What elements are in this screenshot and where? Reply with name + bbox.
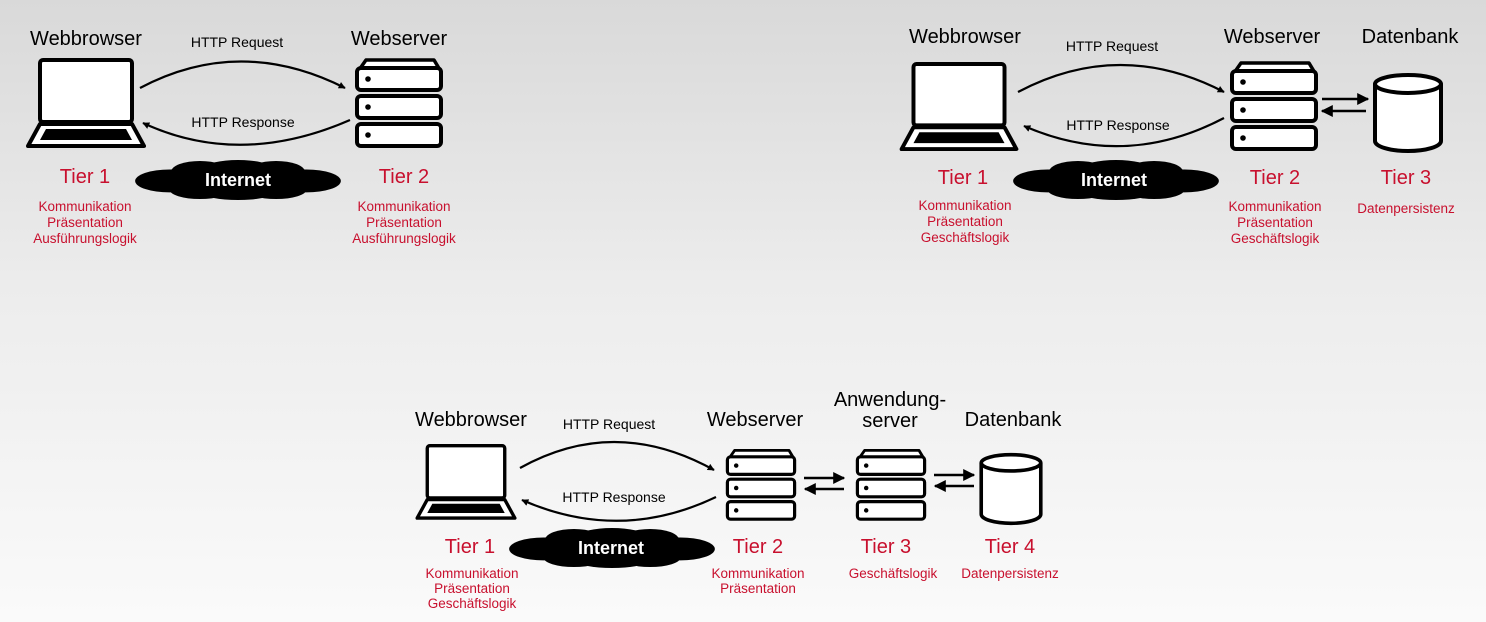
diagram-four-tier: Webbrowser Webserver Anwendung- server D… [415,389,1062,611]
tier-3-role: Datenpersistenz [1357,201,1455,216]
diagram-three-tier: Webbrowser Webserver Datenbank HTTP Requ… [902,26,1460,246]
http-request-label: HTTP Request [563,416,655,432]
laptop-icon [415,444,517,521]
datenbank-title: Datenbank [965,409,1063,431]
webserver-title: Webserver [351,28,448,50]
database-icon [1373,73,1443,153]
tier-2-role: Präsentation [366,215,442,230]
tier-1-role: Kommunikation [425,566,518,581]
tier-2-role: Präsentation [1237,215,1313,230]
laptop-icon [902,64,1017,149]
webserver-title: Webserver [1224,26,1321,48]
tier-1-role: Geschäftslogik [428,596,517,611]
tier-3-label: Tier 3 [861,536,911,558]
http-response-label: HTTP Response [191,114,294,130]
tier-1-role: Geschäftslogik [921,230,1010,245]
http-response-label: HTTP Response [1066,117,1169,133]
webbrowser-title: Webbrowser [909,26,1021,48]
tier-1-role: Präsentation [927,214,1003,229]
diagram-two-tier: Webbrowser Webserver HTTP Request HTTP R… [26,28,456,246]
response-arrow [521,496,717,522]
tier-2-role: Kommunikation [711,566,804,581]
tier-2-role: Kommunikation [1228,199,1321,214]
http-request-label: HTTP Request [1066,38,1158,54]
webserver-title: Webserver [707,409,804,431]
http-response-label: HTTP Response [562,489,665,505]
webbrowser-title: Webbrowser [415,409,527,431]
tier-1-role: Kommunikation [38,199,131,214]
request-arrow [519,440,715,471]
tier-1-label: Tier 1 [938,167,988,189]
laptop-icon [26,58,146,148]
server-icon [725,448,797,522]
internet-label: Internet [205,170,271,190]
tier-1-role: Kommunikation [918,198,1011,213]
anwendungserver-title: Anwendung- [834,389,946,411]
tier-2-role: Präsentation [720,581,796,596]
response-arrow [142,118,351,146]
http-request-label: HTTP Request [191,34,283,50]
tier-2-label: Tier 2 [1250,167,1300,189]
tier-1-role: Präsentation [434,581,510,596]
database-icon [979,452,1043,526]
webbrowser-title: Webbrowser [30,28,142,50]
response-arrow [1023,117,1225,148]
request-arrow [139,60,346,89]
tier-1-role: Präsentation [47,215,123,230]
datenbank-title: Datenbank [1362,26,1460,48]
anwendungserver-title: server [862,410,918,432]
tier-2-role: Ausführungslogik [352,231,456,246]
internet-label: Internet [1081,170,1147,190]
tier-1-role: Ausführungslogik [33,231,137,246]
server-icon [855,448,927,522]
server-icon [355,58,443,148]
tier-2-role: Kommunikation [357,199,450,214]
tier-4-role: Datenpersistenz [961,566,1059,581]
internet-label: Internet [578,538,644,558]
tier-2-label: Tier 2 [379,166,429,188]
tier-4-label: Tier 4 [985,536,1035,558]
request-arrow [1017,64,1225,93]
tier-3-role: Geschäftslogik [849,566,938,581]
tier-2-role: Geschäftslogik [1231,231,1320,246]
tier-1-label: Tier 1 [60,166,110,188]
tier-1-label: Tier 1 [445,536,495,558]
tier-2-label: Tier 2 [733,536,783,558]
tier-3-label: Tier 3 [1381,167,1431,189]
server-icon [1230,61,1318,151]
